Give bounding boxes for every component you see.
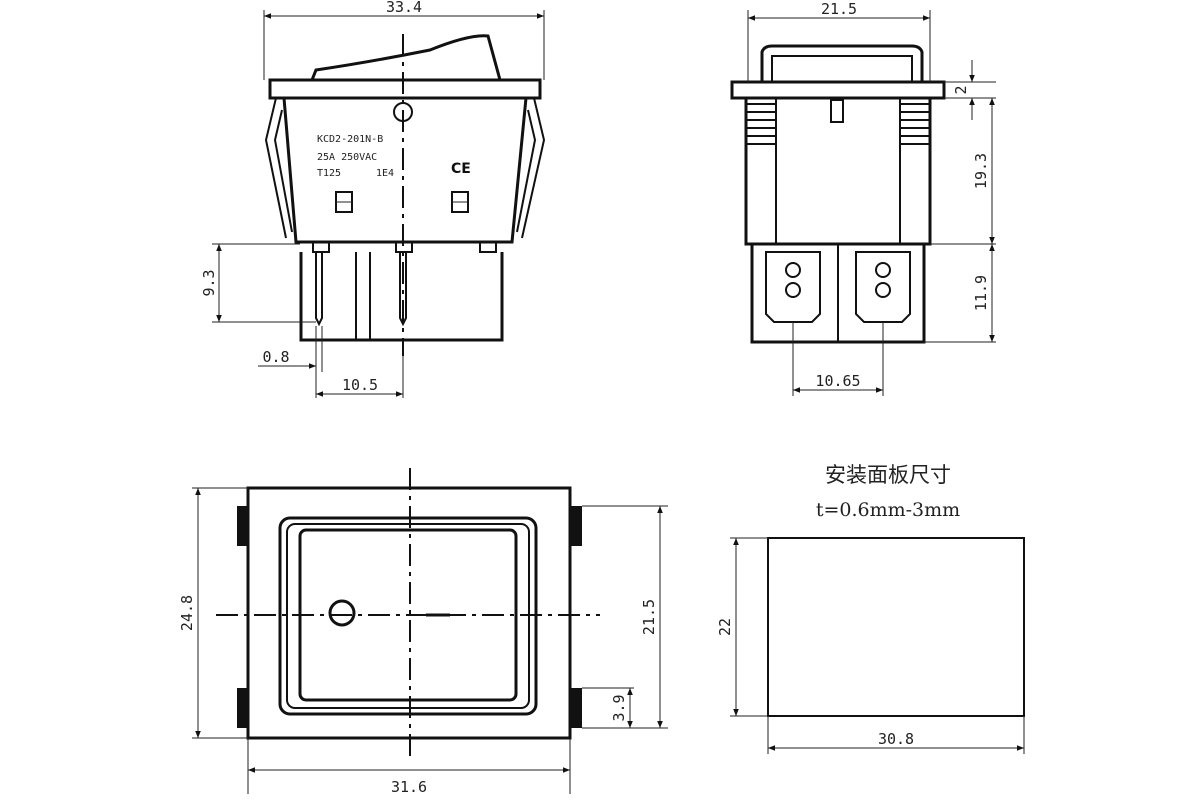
dim-clip: 3.9: [610, 694, 628, 721]
pin-center: [399, 252, 407, 327]
side-ribs-right: [900, 103, 930, 145]
dim-side-body-height: 19.3: [972, 153, 990, 189]
cycles-label: 1E4: [376, 168, 394, 179]
dim-top-width: 31.6: [391, 778, 427, 796]
rocker-cap: [310, 34, 502, 81]
dim-terminal-spacing: 10.65: [815, 372, 860, 390]
dim-pin-height: 9.3: [200, 269, 218, 296]
dim-pin-offset: 10.5: [342, 376, 378, 394]
cutout-thickness-note: t=0.6mm-3mm: [816, 499, 960, 521]
panel-cutout: 安装面板尺寸 t=0.6mm-3mm 22 30.8: [716, 463, 1025, 754]
ce-mark: CE: [451, 161, 471, 177]
clip-br: [570, 688, 582, 728]
temp-label: T125: [317, 168, 341, 179]
side-ribs-left: [746, 103, 776, 145]
dim-side-width: 21.5: [821, 0, 857, 18]
left-clip: [264, 97, 287, 239]
side-view: 21.5 2 19.3 11.9 10.65: [730, 0, 996, 396]
top-view: 24.8 21.5 3.9 31.6: [178, 468, 668, 796]
dim-flange: 2: [952, 85, 970, 94]
front-flange: [268, 78, 542, 100]
front-view: KCD2-201N-B 25A 250VAC T125 1E4 CE 33.4 …: [200, 0, 546, 398]
cutout-rectangle: [767, 537, 1025, 717]
dim-top-inner-height: 21.5: [640, 599, 658, 635]
terminal-right: [855, 251, 911, 323]
side-tab: [830, 99, 844, 123]
dim-cutout-width: 30.8: [878, 730, 914, 748]
terminal-left: [765, 251, 821, 323]
dim-pin-thickness: 0.8: [262, 348, 289, 366]
clip-tl: [237, 506, 249, 546]
dim-terminal-height: 11.9: [972, 275, 990, 311]
dim-cutout-height: 22: [716, 618, 734, 636]
right-clip: [521, 97, 546, 239]
clip-tr: [570, 506, 582, 546]
front-lower-housing: [299, 252, 504, 342]
top-indicator-circle: [328, 599, 356, 627]
dim-top-height: 24.8: [178, 595, 196, 631]
side-flange: [730, 80, 946, 100]
dim-front-width: 33.4: [386, 0, 422, 16]
cutout-title: 安装面板尺寸: [825, 463, 951, 487]
model-label: KCD2-201N-B: [317, 134, 383, 145]
pin-left: [315, 252, 323, 327]
clip-bl: [237, 688, 249, 728]
side-cap: [760, 44, 924, 82]
rating-label: 25A 250VAC: [317, 152, 377, 163]
